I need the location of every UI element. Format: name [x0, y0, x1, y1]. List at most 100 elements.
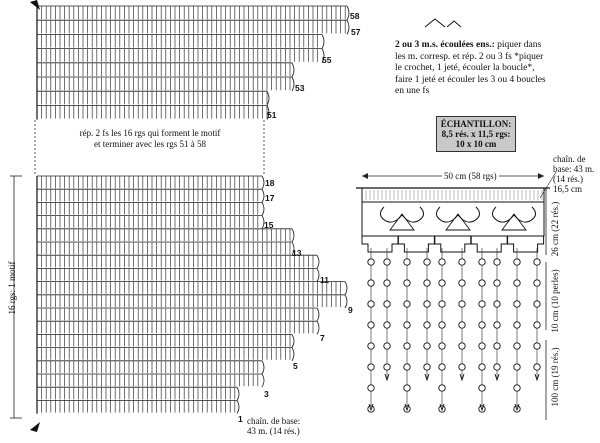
heart-point [501, 213, 527, 231]
bead [478, 342, 486, 350]
stitch-note-line5: en une fs [395, 86, 430, 96]
bead [533, 342, 541, 350]
base-chain-line1: chaîn. de base: [247, 416, 301, 426]
row-label-18: 18 [265, 178, 275, 188]
filet-chart-bottom-rows [36, 175, 348, 414]
heart-motif [380, 206, 424, 223]
row-label-57: 57 [351, 27, 361, 37]
bead [478, 363, 486, 371]
repeat-note-line1: rép. 2 fs les 16 rgs qui forment le moti… [79, 128, 221, 138]
filet-chart-top-rows [36, 5, 350, 120]
valance-band [361, 187, 545, 203]
bead [458, 300, 466, 308]
gauge-line1: 8,5 rés. x 11,5 rgs: [441, 129, 511, 139]
row-label-17: 17 [265, 193, 275, 203]
bead [438, 279, 446, 287]
chart-row-turn [266, 105, 270, 120]
string-end [494, 373, 500, 382]
bead [458, 342, 466, 350]
bead [423, 279, 431, 287]
bead [383, 342, 391, 350]
schematic-base-line4: 16,5 cm [553, 184, 582, 194]
bead [403, 258, 411, 266]
row-label-15: 15 [264, 220, 274, 230]
bead [367, 363, 375, 371]
motif-side-label: 16 rgs: 1 motif [7, 261, 17, 315]
heart-point [445, 213, 471, 231]
string-end [514, 403, 520, 412]
chart-row-turn [291, 241, 295, 256]
decrease-symbol-icon [424, 18, 462, 28]
top-arrow-icon [30, 0, 40, 10]
pennant-edge [361, 236, 399, 253]
pennant-edge [470, 236, 508, 253]
pennant-edge [397, 236, 435, 253]
pennant-edge [507, 236, 545, 253]
gauge-box: ÉCHANTILLON: 8,5 rés. x 11,5 rgs: 10 x 1… [436, 116, 516, 152]
chart-row-turn [261, 360, 265, 375]
gauge-title: ÉCHANTILLON: [440, 119, 512, 129]
bead [478, 384, 486, 392]
bead [367, 384, 375, 392]
bead [513, 321, 521, 329]
heart-motif [436, 206, 480, 223]
bead [458, 258, 466, 266]
string-end [439, 403, 445, 412]
string-end [534, 373, 540, 382]
bead [438, 342, 446, 350]
chart-row-turn [291, 334, 295, 348]
bead [493, 342, 501, 350]
chart-row-turn [316, 320, 320, 335]
chart-row-turn [344, 294, 348, 309]
bead [533, 279, 541, 287]
bead [533, 300, 541, 308]
chart-row-turn [261, 215, 265, 230]
string-end [424, 373, 430, 382]
schematic-height-label: 26 cm (22 rés.) [550, 201, 560, 257]
bead [533, 258, 541, 266]
chart-row-turn [346, 20, 350, 35]
bead [513, 342, 521, 350]
bead [533, 321, 541, 329]
chart-row-turn [261, 188, 265, 203]
bead [423, 300, 431, 308]
bead [478, 321, 486, 329]
start-arrow-icon [30, 422, 40, 432]
repeat-note-line2: et terminer avec les rgs 51 à 58 [93, 139, 207, 149]
bead [438, 384, 446, 392]
chart-row-turn [344, 281, 348, 296]
schematic-beads-label: 10 cm (10 perles) [550, 269, 560, 333]
bead [383, 258, 391, 266]
row-label-13: 13 [292, 248, 302, 258]
bead [438, 258, 446, 266]
chart-row-turn [321, 48, 325, 63]
bead [458, 321, 466, 329]
bead [403, 300, 411, 308]
chart-row-turn [266, 91, 270, 106]
bead [423, 363, 431, 371]
schematic-base-line1: chaîn. de [553, 154, 586, 164]
bead [458, 363, 466, 371]
chart-row-turn [346, 5, 350, 21]
stitch-note-line1: piquer dans [494, 40, 542, 50]
bead [458, 279, 466, 287]
bead [493, 279, 501, 287]
row-label-58: 58 [350, 11, 360, 21]
chart-row-turn [261, 175, 265, 190]
repeat-note: rép. 2 fs les 16 rgs qui forment le moti… [40, 128, 260, 150]
base-chain-line2: 43 m. (14 rés.) [247, 426, 300, 436]
chart-row-turn [316, 254, 320, 269]
bead [367, 342, 375, 350]
valance-panel [361, 201, 545, 237]
gauge-line2: 10 x 10 cm [455, 139, 497, 149]
bead [403, 363, 411, 371]
bead [478, 279, 486, 287]
bead [403, 342, 411, 350]
row-label-11: 11 [320, 275, 329, 285]
bead [383, 300, 391, 308]
bead [367, 300, 375, 308]
heart-point [389, 213, 415, 231]
schematic-width-label: 50 cm (58 rgs) [442, 171, 499, 181]
bead [478, 258, 486, 266]
string-end [404, 403, 410, 412]
